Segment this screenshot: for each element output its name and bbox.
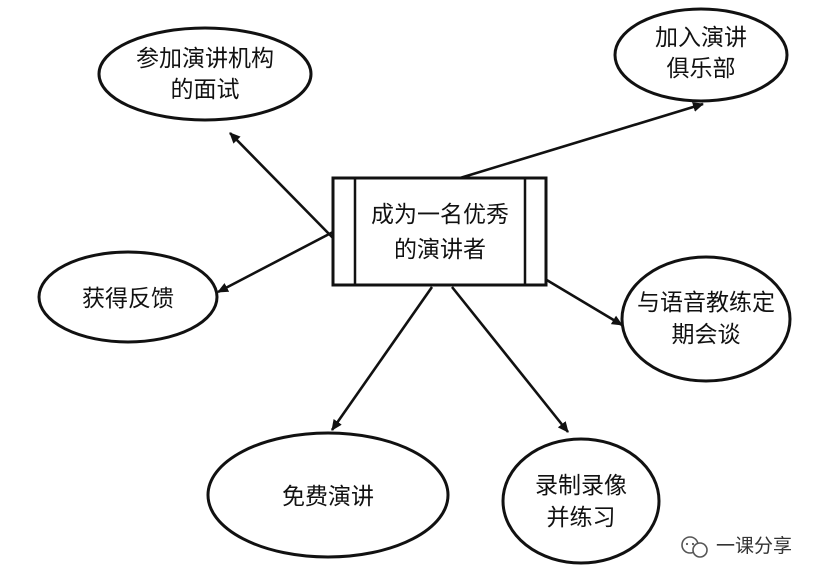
center-node: 成为一名优秀 的演讲者 bbox=[331, 176, 548, 287]
node-record-line2: 并练习 bbox=[547, 505, 616, 531]
watermark-text: 一课分享 bbox=[716, 535, 792, 557]
node-feedback-line1: 获得反馈 bbox=[82, 286, 174, 312]
node-meeting-line2: 期会谈 bbox=[672, 322, 741, 348]
center-node-line1: 成为一名优秀 bbox=[371, 202, 509, 228]
node-free-speech: 免费演讲 bbox=[206, 431, 450, 559]
node-club-line2: 俱乐部 bbox=[667, 56, 736, 82]
node-interview-line1: 参加演讲机构 bbox=[136, 46, 274, 72]
node-feedback: 获得反馈 bbox=[37, 250, 219, 344]
arrow-to-meeting bbox=[539, 274, 623, 327]
arrow-to-feedback bbox=[217, 230, 334, 294]
node-club-line1: 加入演讲 bbox=[655, 25, 747, 51]
node-meeting: 与语音教练定 期会谈 bbox=[620, 255, 792, 383]
node-interview-line2: 的面试 bbox=[171, 77, 240, 103]
watermark: 一课分享 bbox=[681, 535, 792, 558]
arrow-to-record bbox=[450, 286, 570, 433]
arrow-to-interview bbox=[229, 132, 334, 239]
node-interview: 参加演讲机构 的面试 bbox=[97, 26, 313, 122]
chat-bubble-icon bbox=[681, 536, 708, 558]
center-node-line2: 的演讲者 bbox=[394, 237, 486, 263]
arrow-to-club bbox=[459, 102, 704, 180]
node-club: 加入演讲 俱乐部 bbox=[613, 7, 789, 103]
node-record: 录制录像 并练习 bbox=[501, 437, 661, 565]
arrow-to-free-speech bbox=[330, 286, 434, 431]
node-meeting-line1: 与语音教练定 bbox=[637, 290, 775, 316]
node-record-line1: 录制录像 bbox=[535, 473, 627, 499]
node-free-speech-line1: 免费演讲 bbox=[282, 484, 374, 510]
